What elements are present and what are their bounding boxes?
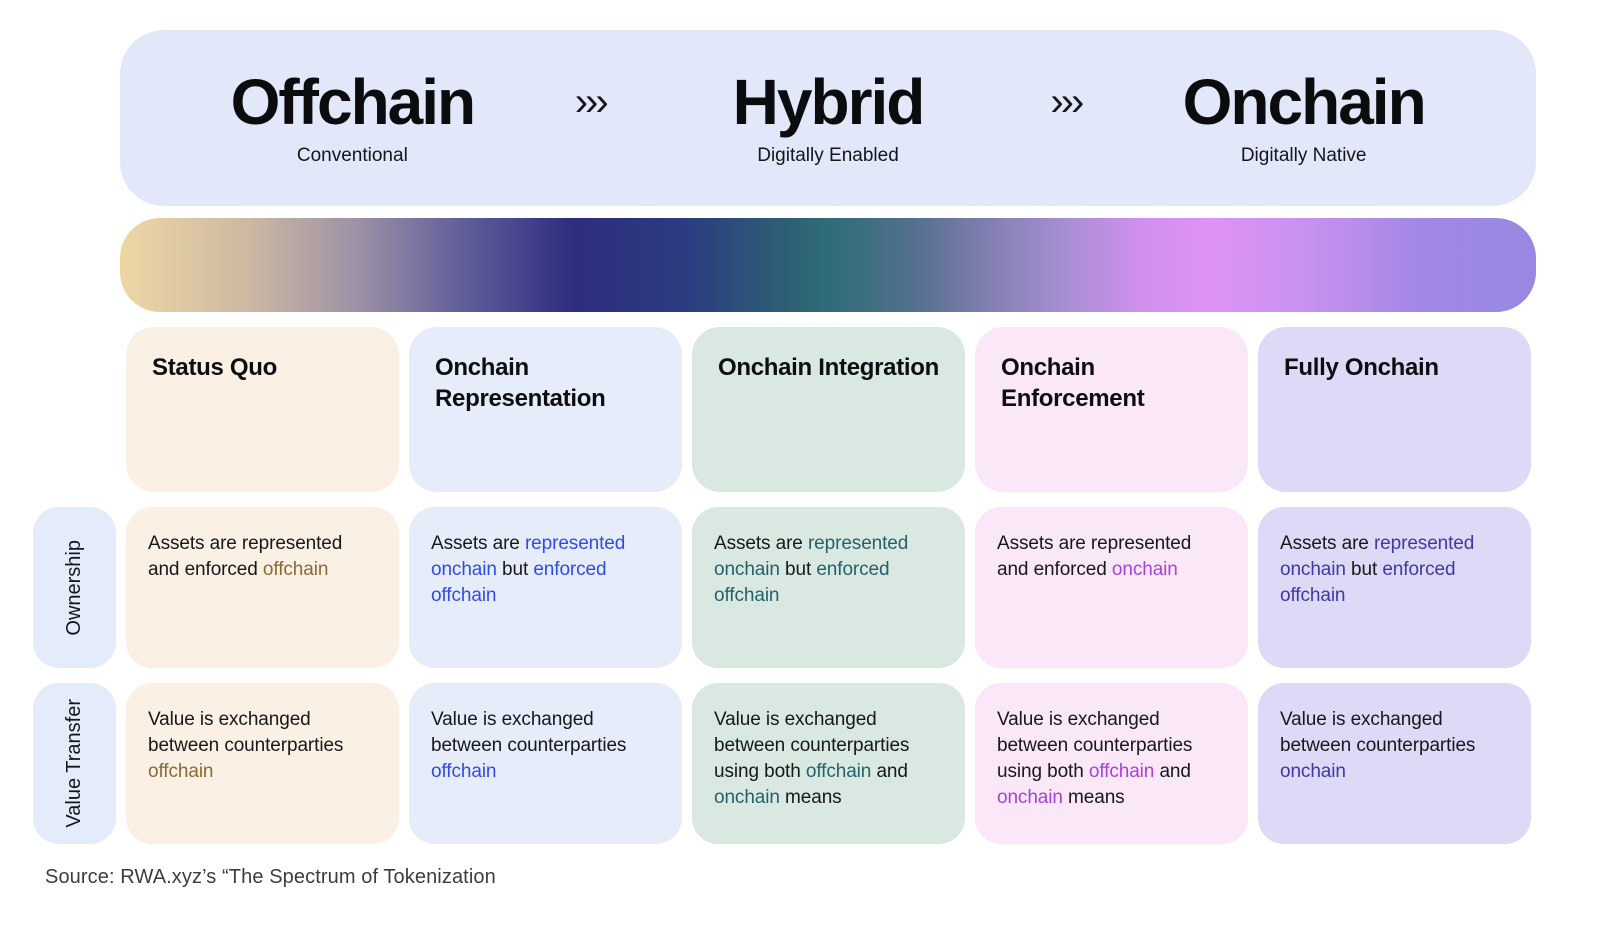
cell-text: and bbox=[1154, 761, 1191, 783]
cell-text: means bbox=[779, 787, 842, 809]
cell-value_transfer-1: Value is exchanged between counterpartie… bbox=[126, 683, 399, 844]
accent-term: onchain bbox=[1111, 559, 1178, 581]
cell-value_transfer-5: Value is exchanged between counterpartie… bbox=[1258, 683, 1531, 844]
accent-term: enforced offchain bbox=[1280, 559, 1456, 607]
cell-value_transfer-4: Value is exchanged between counterpartie… bbox=[975, 683, 1248, 844]
source-citation: Source: RWA.xyz’s “The Spectrum of Token… bbox=[45, 866, 496, 888]
cell-ownership-2: Assets are represented onchain but enfor… bbox=[409, 507, 682, 668]
cell-text: Value is exchanged between counterpartie… bbox=[148, 709, 344, 757]
cell-text: but bbox=[779, 559, 817, 581]
cell-text: Value is exchanged between counterpartie… bbox=[997, 709, 1193, 783]
cell-ownership-5: Assets are represented onchain but enfor… bbox=[1258, 507, 1531, 668]
cell-text: Assets are represented and enforced bbox=[148, 533, 343, 581]
row-label-ownership: Ownership bbox=[33, 507, 116, 668]
stage-title: Offchain bbox=[230, 66, 477, 139]
cell-ownership-4: Assets are represented and enforced onch… bbox=[975, 507, 1248, 668]
cell-text: Value is exchanged between counterpartie… bbox=[714, 709, 910, 783]
accent-term: enforced offchain bbox=[431, 559, 607, 607]
stage-subtitle: Conventional bbox=[296, 144, 408, 166]
stage-title: Hybrid bbox=[732, 66, 926, 139]
accent-term: offchain bbox=[805, 761, 872, 783]
row-label-value_transfer: Value Transfer bbox=[33, 683, 116, 844]
cell-text: Assets are represented and enforced bbox=[997, 533, 1192, 581]
row-label-text: Ownership bbox=[63, 539, 85, 636]
cell-ownership-3: Assets are represented onchain but enfor… bbox=[692, 507, 965, 668]
column-header-2: Onchain Representation bbox=[409, 327, 682, 492]
cell-text: but bbox=[496, 559, 534, 581]
accent-term: onchain bbox=[1280, 761, 1346, 783]
stage-title: Onchain bbox=[1182, 66, 1427, 139]
spectrum-header-band: Offchain Conventional ››› Hybrid Digital… bbox=[120, 30, 1536, 206]
cell-text: but bbox=[1345, 559, 1383, 581]
chevron-right-icon: ››› bbox=[574, 79, 609, 124]
cell-text: Assets are bbox=[714, 533, 808, 554]
row-label-text: Value Transfer bbox=[63, 699, 85, 828]
stage-subtitle: Digitally Enabled bbox=[757, 144, 899, 166]
accent-term: onchain bbox=[714, 787, 780, 809]
column-header-5: Fully Onchain bbox=[1258, 327, 1531, 492]
stage-offchain: Offchain Conventional bbox=[130, 69, 575, 166]
accent-term: represented onchain bbox=[714, 533, 909, 581]
cell-text: and bbox=[871, 761, 908, 783]
column-header-3: Onchain Integration bbox=[692, 327, 965, 492]
accent-term: enforced offchain bbox=[714, 559, 890, 607]
cell-text: Assets are bbox=[431, 533, 525, 554]
stage-onchain: Onchain Digitally Native bbox=[1081, 69, 1526, 166]
stage-subtitle: Digitally Native bbox=[1240, 144, 1367, 166]
cell-value_transfer-3: Value is exchanged between counterpartie… bbox=[692, 683, 965, 844]
cell-text: means bbox=[1062, 787, 1125, 809]
accent-term: offchain bbox=[148, 761, 214, 783]
column-header-1: Status Quo bbox=[126, 327, 399, 492]
stage-hybrid: Hybrid Digitally Enabled bbox=[606, 69, 1051, 166]
spectrum-gradient-bar bbox=[120, 218, 1536, 312]
cell-ownership-1: Assets are represented and enforced offc… bbox=[126, 507, 399, 668]
column-header-4: Onchain Enforcement bbox=[975, 327, 1248, 492]
cell-text: Assets are bbox=[1280, 533, 1374, 554]
accent-term: represented onchain bbox=[1280, 533, 1475, 581]
cell-text: Value is exchanged between counterpartie… bbox=[431, 709, 627, 757]
accent-term: offchain bbox=[1088, 761, 1155, 783]
accent-term: onchain bbox=[997, 787, 1063, 809]
grid-corner bbox=[33, 327, 116, 492]
cell-text: Value is exchanged between counterpartie… bbox=[1280, 709, 1476, 757]
accent-term: represented onchain bbox=[431, 533, 626, 581]
cell-value_transfer-2: Value is exchanged between counterpartie… bbox=[409, 683, 682, 844]
chevron-right-icon: ››› bbox=[1050, 79, 1084, 124]
accent-term: offchain bbox=[431, 761, 497, 783]
accent-term: offchain bbox=[262, 559, 329, 581]
